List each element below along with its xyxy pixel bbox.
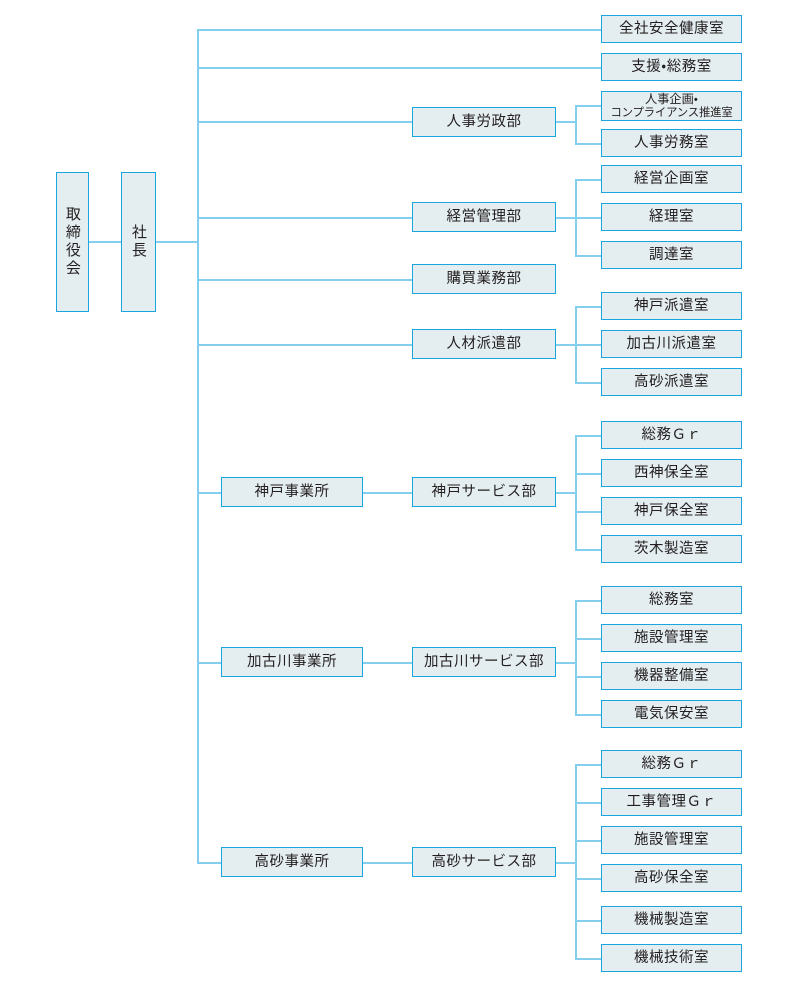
node-label-line2: コンプライアンス推進室: [610, 105, 733, 120]
node-kobe-hakenshitsu[interactable]: 神戸派遣室: [601, 292, 742, 320]
node-label-line1: 人事企画・: [645, 91, 698, 106]
node-takasago-shisetsu-kanrishitsu[interactable]: 施設管理室: [601, 826, 742, 854]
connector-keiei-child-3: [575, 255, 601, 257]
connector-kakogawa-child-3: [575, 676, 601, 678]
connector-takasago-child-4: [575, 878, 601, 880]
connector-takasago-service-bus: [575, 764, 577, 959]
connector-kobe-child-4: [575, 549, 601, 551]
node-jinji-roumushitsu[interactable]: 人事労務室: [601, 129, 742, 157]
node-takasago-soumu-gr[interactable]: 総務Ｇｒ: [601, 750, 742, 778]
connector-branch-jinji: [197, 121, 412, 123]
connector-board-to-president: [88, 241, 122, 243]
node-ibaraki-seizoushitsu[interactable]: 茨木製造室: [601, 535, 742, 563]
node-kakogawa-servicebu[interactable]: 加古川サービス部: [412, 647, 556, 677]
connector-kakogawa-service-out: [556, 662, 575, 664]
node-kiki-seibishitsu[interactable]: 機器整備室: [601, 662, 742, 690]
connector-takasago-child-3: [575, 840, 601, 842]
node-takasago-jigyousho[interactable]: 高砂事業所: [221, 847, 363, 877]
node-kobe-soumu-gr[interactable]: 総務Ｇｒ: [601, 421, 742, 449]
node-jinji-roseibu[interactable]: 人事労政部: [412, 107, 556, 137]
node-board-of-directors[interactable]: 取締役会: [56, 172, 89, 312]
node-kouji-kanri-gr[interactable]: 工事管理Ｇｒ: [601, 788, 742, 816]
node-kakogawa-hakenshitsu[interactable]: 加古川派遣室: [601, 330, 742, 358]
node-keirishitsu[interactable]: 経理室: [601, 203, 742, 231]
node-kikai-gijutsushitsu[interactable]: 機械技術室: [601, 944, 742, 972]
connector-kobe-child-3: [575, 511, 601, 513]
connector-jinzai-child-1: [575, 306, 601, 308]
node-denki-hoanshitsu[interactable]: 電気保安室: [601, 700, 742, 728]
node-jinzai-hakenbu[interactable]: 人材派遣部: [412, 329, 556, 359]
connector-branch-jinzai: [197, 344, 412, 346]
connector-keiei-out: [556, 217, 575, 219]
connector-jinji-out: [556, 121, 575, 123]
connector-jinji-child-1: [575, 105, 601, 107]
connector-takasago-service-out: [556, 862, 575, 864]
connector-kakogawa-child-4: [575, 714, 601, 716]
node-kakogawa-soumushitsu[interactable]: 総務室: [601, 586, 742, 614]
node-kobai-gyoumubu[interactable]: 購買業務部: [412, 264, 556, 294]
node-president[interactable]: 社長: [121, 172, 156, 312]
node-keiei-kanribu[interactable]: 経営管理部: [412, 202, 556, 232]
connector-keiei-child-1: [575, 179, 601, 181]
connector-branch-kobe-office: [197, 492, 221, 494]
connector-keiei-child-2: [575, 217, 601, 219]
node-choutatsushitsu[interactable]: 調達室: [601, 241, 742, 269]
connector-jinji-child-2: [575, 143, 601, 145]
node-shien-soumushitsu[interactable]: 支援・総務室: [601, 53, 742, 81]
node-takasago-servicebu[interactable]: 高砂サービス部: [412, 847, 556, 877]
connector-takasago-child-2: [575, 802, 601, 804]
connector-kobe-child-2: [575, 473, 601, 475]
connector-branch-keiei: [197, 217, 412, 219]
connector-kobe-child-1: [575, 435, 601, 437]
node-takasago-hozenshitsu[interactable]: 高砂保全室: [601, 864, 742, 892]
connector-kobe-service-out: [556, 492, 575, 494]
node-seishin-hozenshitsu[interactable]: 西神保全室: [601, 459, 742, 487]
connector-kobe-office-to-service: [362, 492, 412, 494]
connector-branch-kobai: [197, 279, 412, 281]
connector-branch-takasago-office: [197, 862, 221, 864]
node-keiei-kikakushitsu[interactable]: 経営企画室: [601, 165, 742, 193]
connector-kakogawa-office-to-service: [362, 662, 412, 664]
connector-takasago-office-to-service: [362, 862, 412, 864]
connector-kakogawa-child-1: [575, 600, 601, 602]
connector-takasago-child-5: [575, 920, 601, 922]
node-takasago-hakenshitsu[interactable]: 高砂派遣室: [601, 368, 742, 396]
node-zensha-anzen-kenkoushitsu[interactable]: 全社安全健康室: [601, 15, 742, 43]
connector-branch-kakogawa-office: [197, 662, 221, 664]
connector-president-to-trunk: [156, 241, 199, 243]
connector-jinzai-child-3: [575, 382, 601, 384]
node-kobe-hozenshitsu[interactable]: 神戸保全室: [601, 497, 742, 525]
connector-kakogawa-service-bus: [575, 600, 577, 716]
node-kakogawa-jigyousho[interactable]: 加古川事業所: [221, 647, 363, 677]
connector-jinzai-out: [556, 344, 575, 346]
connector-takasago-child-1: [575, 764, 601, 766]
node-kikai-seizoushitsu[interactable]: 機械製造室: [601, 906, 742, 934]
connector-branch-zensha: [197, 29, 601, 31]
connector-branch-shien: [197, 67, 601, 69]
node-kobe-servicebu[interactable]: 神戸サービス部: [412, 477, 556, 507]
connector-takasago-child-6: [575, 958, 601, 960]
node-jinji-kikaku-compliance-suishinshitsu[interactable]: 人事企画・ コンプライアンス推進室: [601, 91, 742, 121]
connector-jinzai-child-2: [575, 344, 601, 346]
node-kakogawa-shisetsu-kanrishitsu[interactable]: 施設管理室: [601, 624, 742, 652]
connector-kobe-service-bus: [575, 435, 577, 550]
connector-kakogawa-child-2: [575, 638, 601, 640]
node-kobe-jigyousho[interactable]: 神戸事業所: [221, 477, 363, 507]
connector-main-trunk: [197, 29, 199, 863]
connector-jinji-bus: [575, 105, 577, 143]
